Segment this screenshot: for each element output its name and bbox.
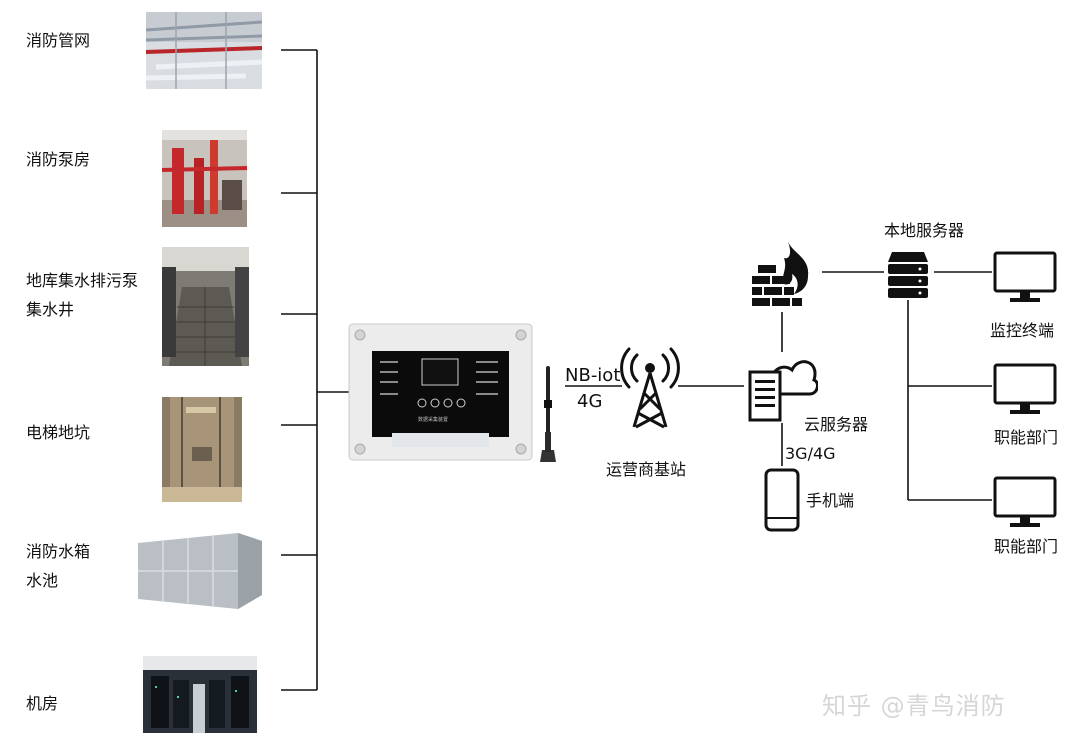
phone-icon xyxy=(764,468,800,532)
monitor-icon xyxy=(992,475,1058,529)
cloud-server-icon xyxy=(742,350,819,422)
monitor-icon xyxy=(992,250,1058,304)
local-server-icon xyxy=(886,250,930,300)
mobile-link-label: 3G/4G xyxy=(785,444,836,463)
source-label-server-room: 机房 xyxy=(26,694,59,713)
pump-room-photo xyxy=(162,130,247,227)
terminal-label-monitoring: 监控终端 xyxy=(990,321,1055,340)
local-server-label: 本地服务器 xyxy=(884,221,965,240)
source-label-water-tank: 消防水箱水池 xyxy=(26,542,91,590)
data-collection-device: 数据采集装置 xyxy=(348,323,533,461)
antenna-icon xyxy=(538,366,558,462)
elevator-pit-photo xyxy=(162,397,242,502)
server-room-photo xyxy=(143,656,257,733)
link-protocol-label: NB-iot xyxy=(565,365,621,386)
water-tank-photo xyxy=(138,533,262,609)
tower-icon xyxy=(620,347,680,429)
watermark: 知乎 @青鸟消防 xyxy=(822,692,1006,720)
cloud-server-label: 云服务器 xyxy=(804,415,869,434)
device-panel-label: 数据采集装置 xyxy=(418,417,449,423)
base-station-label: 运营商基站 xyxy=(606,460,687,479)
source-label-sump: 地库集水排污泵集水井 xyxy=(26,271,139,319)
source-label-elevator-pit: 电梯地坑 xyxy=(26,423,91,442)
monitor-icon xyxy=(992,362,1058,416)
source-label-pump-room: 消防泵房 xyxy=(26,150,91,169)
terminal-label-department-1: 职能部门 xyxy=(994,428,1059,447)
mobile-label: 手机端 xyxy=(806,491,855,510)
firewall-icon xyxy=(748,240,818,310)
link-generation-label: 4G xyxy=(577,391,603,412)
source-label-pipe-network: 消防管网 xyxy=(26,31,91,50)
sump-pit-photo xyxy=(162,247,249,366)
pipe-network-photo xyxy=(146,12,262,89)
terminal-label-department-2: 职能部门 xyxy=(994,537,1059,556)
